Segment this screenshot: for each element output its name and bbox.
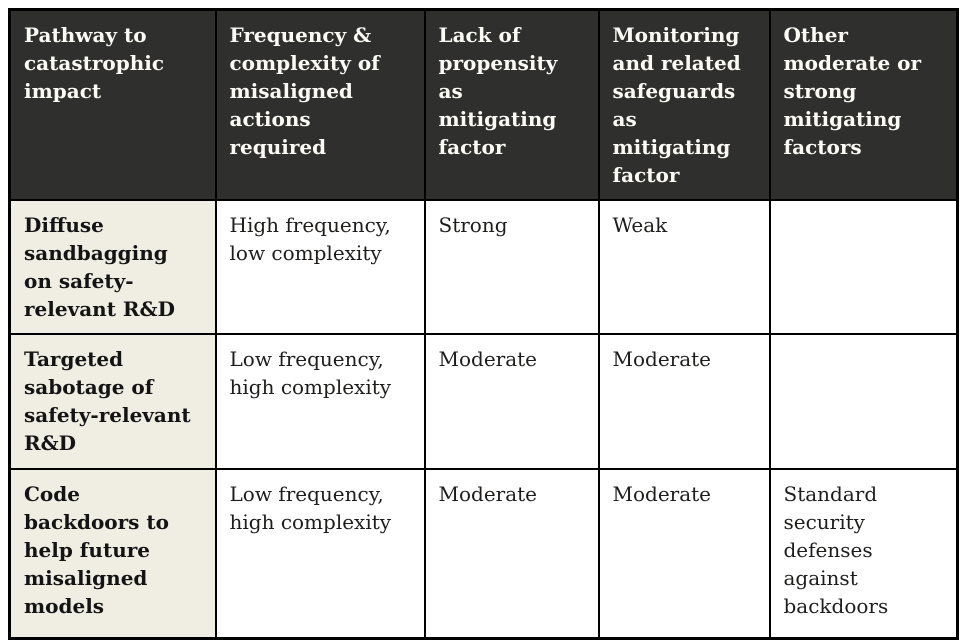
frequency-complexity-cell: Low frequency, high complexity bbox=[214, 468, 426, 639]
header-other-mitigations: Other moderate or strong mitigating fact… bbox=[768, 8, 959, 201]
other-mitigations-cell bbox=[768, 333, 959, 470]
row-label-cell: Targeted sabotage of safety-relevant R&D bbox=[8, 333, 217, 470]
frequency-complexity-cell: High frequency, low complexity bbox=[214, 199, 426, 335]
other-mitigations-cell bbox=[768, 199, 959, 335]
header-propensity: Lack of propensity as mitigating factor bbox=[423, 8, 600, 201]
header-row: Pathway to catastrophic impact Frequency… bbox=[8, 8, 959, 201]
monitoring-cell: Moderate bbox=[597, 333, 771, 470]
header-frequency-complexity: Frequency & complexity of misaligned act… bbox=[214, 8, 426, 201]
other-mitigations-cell: Standard security defenses against backd… bbox=[768, 468, 959, 639]
monitoring-cell: Weak bbox=[597, 199, 771, 335]
header-monitoring: Monitoring and related safeguards as mit… bbox=[597, 8, 771, 201]
mitigations-table: Pathway to catastrophic impact Frequency… bbox=[8, 8, 959, 640]
table-row-code-backdoors: Code backdoors to help future misaligned… bbox=[8, 468, 959, 639]
frequency-complexity-cell: Low frequency, high complexity bbox=[214, 333, 426, 470]
propensity-cell: Moderate bbox=[423, 333, 600, 470]
table-row-diffuse-sandbagging: Diffuse sandbagging on safety-relevant R… bbox=[8, 199, 959, 335]
page: Pathway to catastrophic impact Frequency… bbox=[8, 8, 959, 640]
row-label-cell: Code backdoors to help future misaligned… bbox=[8, 468, 217, 639]
header-pathway: Pathway to catastrophic impact bbox=[8, 8, 217, 201]
monitoring-cell: Moderate bbox=[597, 468, 771, 639]
propensity-cell: Moderate bbox=[423, 468, 600, 639]
table-row-targeted-sabotage: Targeted sabotage of safety-relevant R&D… bbox=[8, 333, 959, 470]
row-label-cell: Diffuse sandbagging on safety-relevant R… bbox=[8, 199, 217, 335]
propensity-cell: Strong bbox=[423, 199, 600, 335]
